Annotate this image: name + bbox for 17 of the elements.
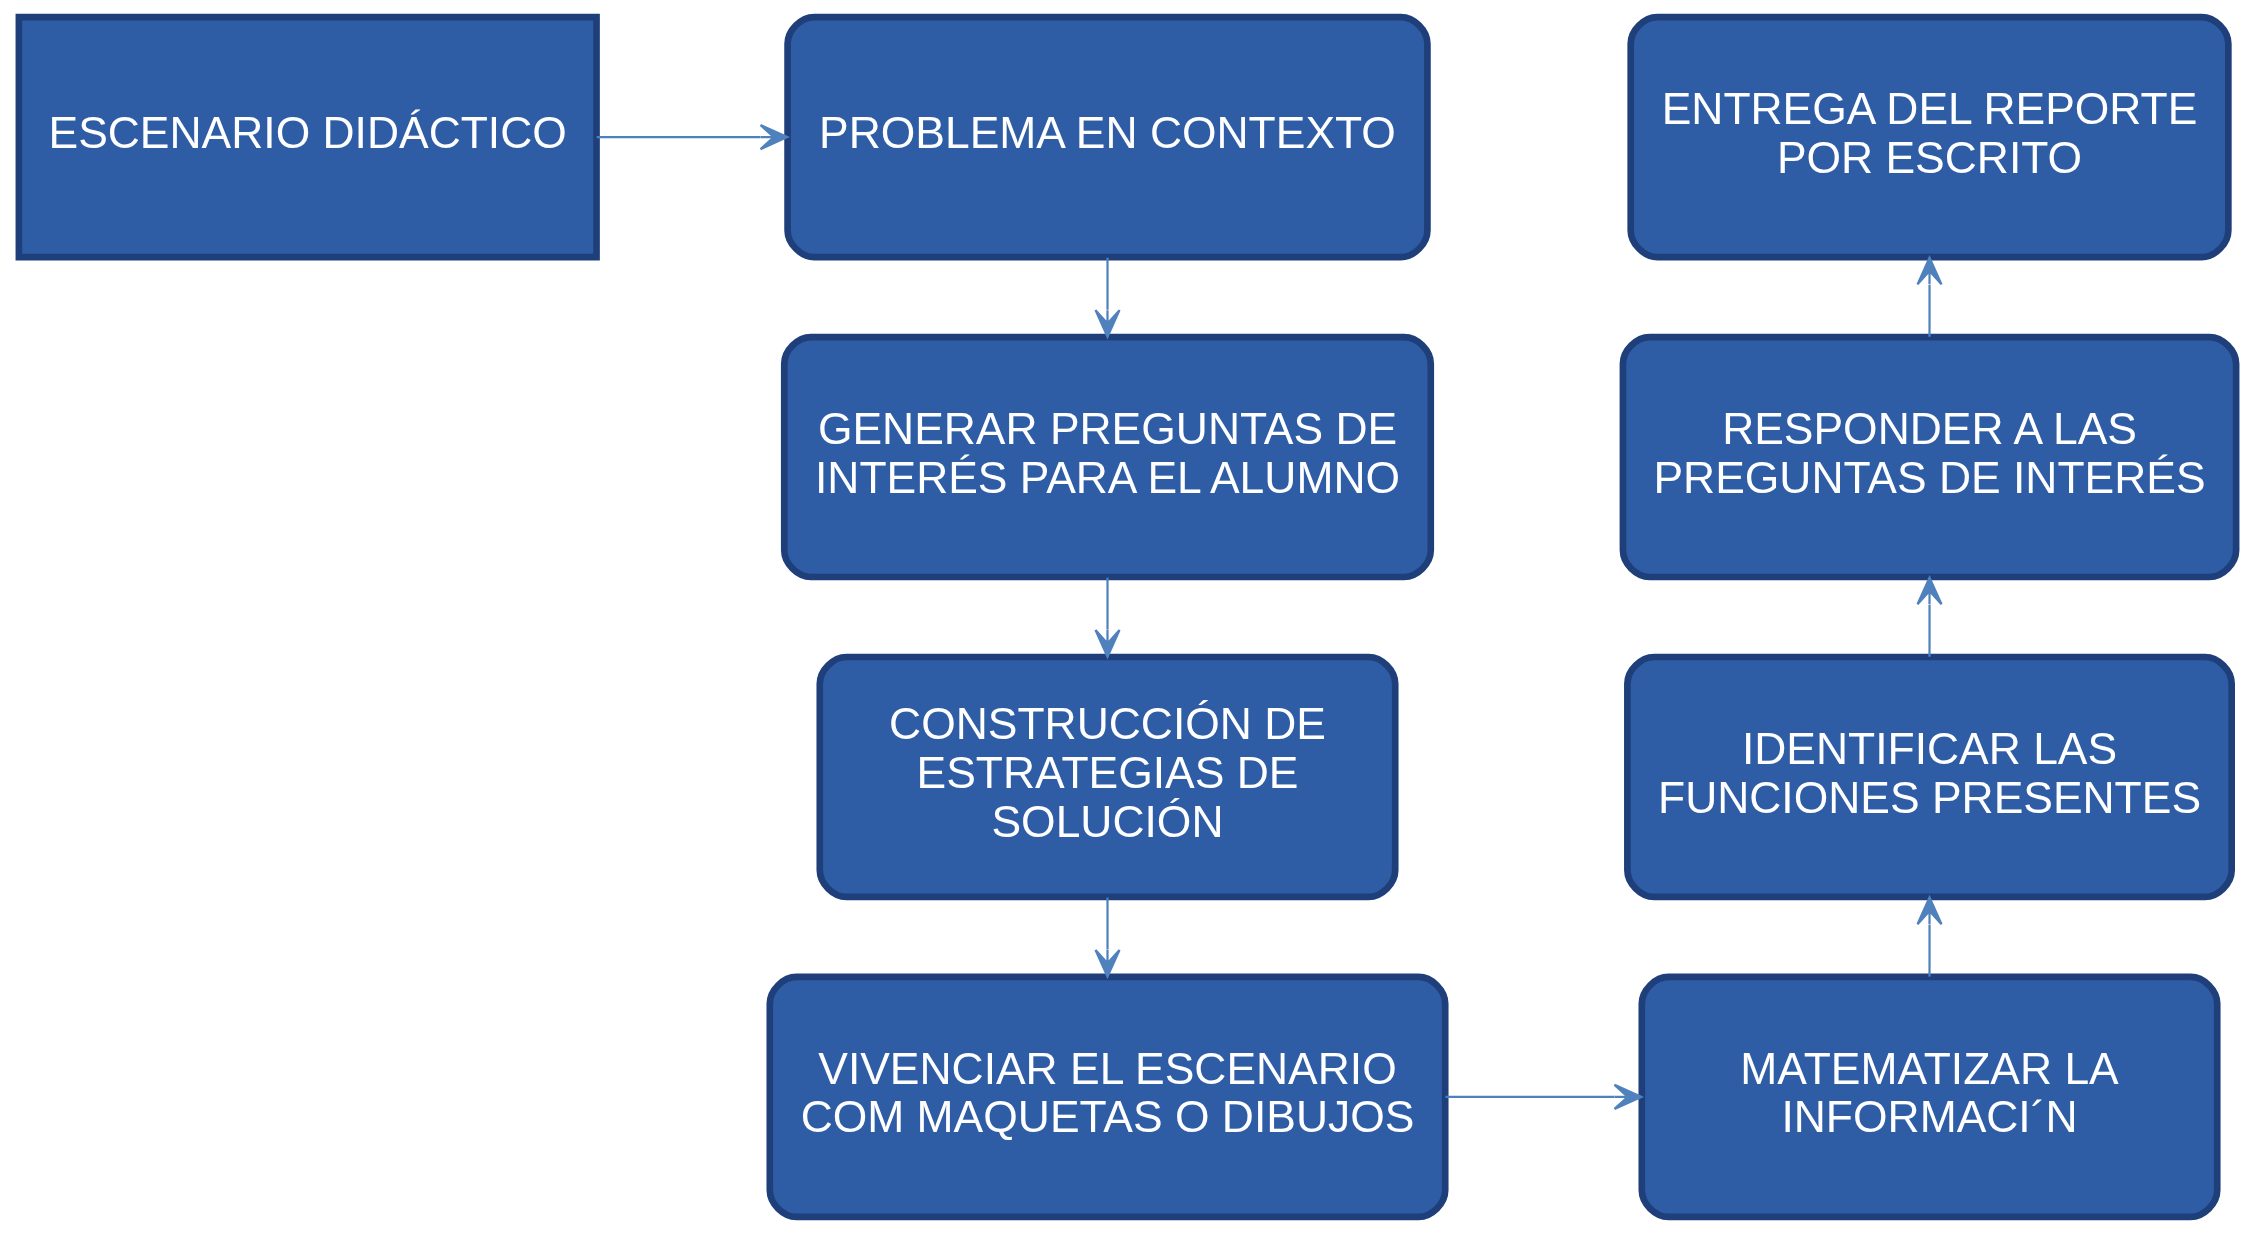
arrow xyxy=(1916,896,1943,977)
node-box: VIVENCIAR EL ESCENARIO COM MAQUETAS O DIBUJOS xyxy=(766,973,1449,1221)
node-box: CONSTRUCCIÓN DE ESTRATEGIAS DE SOLUCIÓN xyxy=(816,653,1399,901)
arrow xyxy=(596,124,789,151)
arrow xyxy=(1445,1083,1643,1110)
node-box: GENERAR PREGUNTAS DE INTERÉS PARA EL ALUMNO xyxy=(780,333,1435,581)
node-box: ENTREGA DEL REPORTE POR ESCRITO xyxy=(1627,13,2232,261)
arrow xyxy=(1916,576,1943,657)
arrow xyxy=(1094,897,1121,978)
node-box: PROBLEMA EN CONTEXTO xyxy=(784,13,1431,261)
node-box: MATEMATIZAR LA INFORMACI´N xyxy=(1638,973,2221,1221)
node-box: IDENTIFICAR LAS FUNCIONES PRESENTES xyxy=(1624,653,2235,901)
node-box: ESCENARIO DIDÁCTICO xyxy=(15,13,600,261)
node-box: RESPONDER A LAS PREGUNTAS DE INTERÉS xyxy=(1619,333,2240,581)
arrow xyxy=(1094,257,1121,338)
arrow xyxy=(1916,256,1943,337)
arrow xyxy=(1094,577,1121,658)
